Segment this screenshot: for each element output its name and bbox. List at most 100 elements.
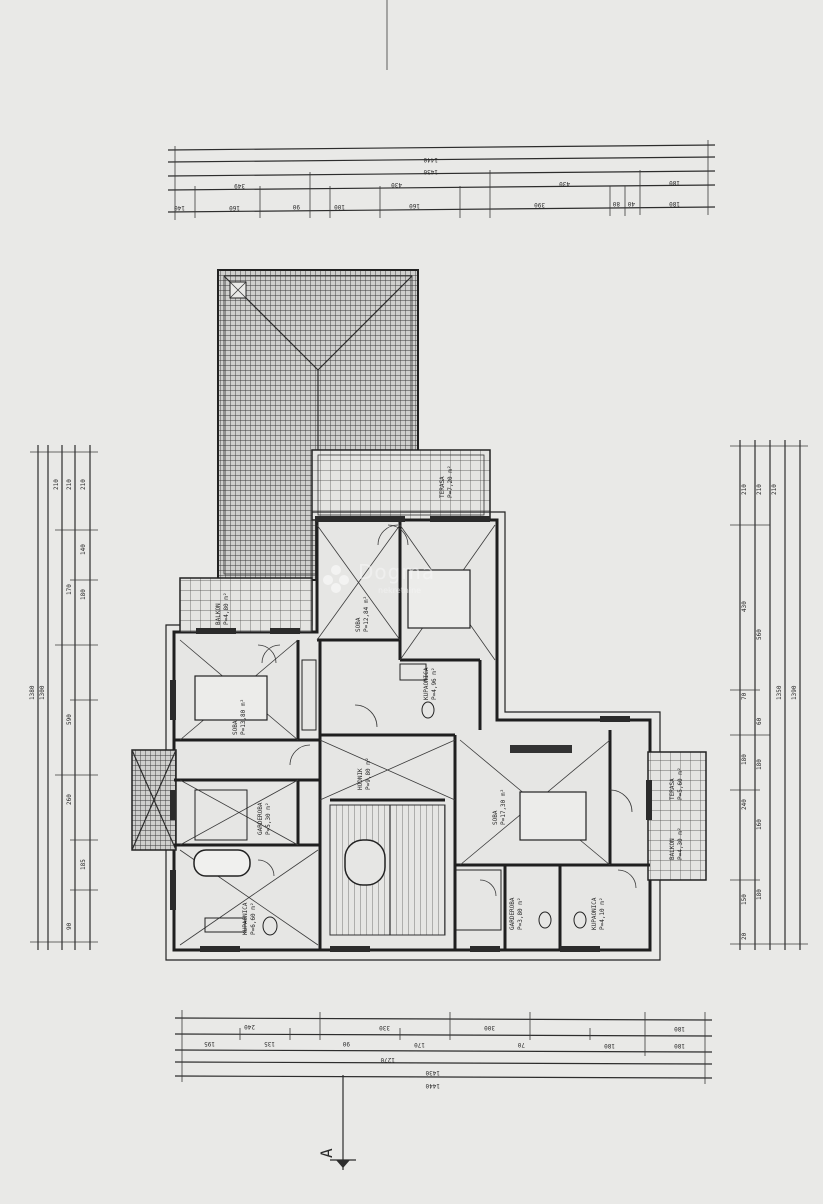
room-area: P=5,30 m² [265, 802, 272, 835]
section-marker-a: A [317, 1075, 356, 1170]
watermark-subtitle: nekretnine [378, 586, 422, 595]
dim-top-row4-g: 80 [612, 200, 620, 207]
dim-left-total-2: 1380 [29, 685, 36, 700]
room-name: SOBA [232, 720, 239, 735]
dim-bottom-row1-d: 180 [674, 1025, 685, 1032]
sink-1 [204, 917, 246, 933]
dim-bottom-row2-g: 180 [674, 1042, 685, 1049]
dim-bottom-row2-a: 195 [204, 1040, 215, 1047]
dim-right-row1-h: 150 [741, 894, 748, 905]
room-bedroom-2: SOBA P=13,80 m² [232, 699, 247, 735]
room-area: P=13,80 m² [240, 699, 247, 735]
dimension-chain-right: 210 210 210 430 70 180 240 150 20 560 60… [730, 440, 808, 950]
room-name: GARDEROBA [257, 802, 264, 835]
dim-right-row2-c: 180 [756, 759, 763, 770]
room-name: SOBA [355, 617, 362, 632]
room-area: P=4,10 m² [599, 897, 606, 930]
dim-top-row3-b: 430 [391, 181, 402, 188]
dim-bottom-total-3: 1440 [425, 1082, 440, 1089]
room-terrace-top: TERASA P=7,20 m² [439, 465, 454, 498]
room-name: HODNIK [357, 768, 364, 790]
dim-right-row1-f: 180 [741, 754, 748, 765]
dim-bottom-total-1: 1270 [380, 1056, 395, 1063]
room-name: GARDEROBA [509, 897, 516, 930]
dim-right-row1-i: 20 [741, 932, 748, 940]
dim-top-row4-h: 40 [627, 200, 635, 207]
room-balcony-left: BALKON P=4,80 m² [215, 592, 230, 625]
room-wardrobe: GARDEROBA P=5,30 m² [257, 802, 272, 835]
toilet-2 [421, 701, 435, 719]
tv-unit [510, 745, 572, 753]
room-name: SOBA [492, 810, 499, 825]
toilet-3 [538, 911, 552, 929]
dim-right-row1-c: 210 [771, 484, 778, 495]
dim-left-row1-b: 210 [66, 479, 73, 490]
dim-left-total-1: 1300 [39, 685, 46, 700]
dim-top-row3-a: 349 [234, 182, 245, 189]
room-area: P=6,60 m² [250, 902, 257, 935]
wardrobe-cabinet [301, 659, 317, 731]
dim-bottom-row2-b: 135 [264, 1040, 275, 1047]
room-hallway: HODNIK P=9,80 m² [357, 757, 372, 790]
room-name: KUPAONICA [242, 902, 249, 935]
dim-top-total-2: 1430 [423, 168, 438, 175]
dim-left-row2-b: 260 [66, 794, 73, 805]
room-labels: TERASA P=7,20 m² SOBA P=12,84 m² KUPAONI… [215, 465, 684, 935]
room-area: P=12,84 m² [363, 596, 370, 632]
dim-bottom-row1-c: 300 [484, 1024, 495, 1031]
furniture [193, 569, 587, 936]
room-balcony-right: BALKON P=4,30 m² [669, 827, 684, 860]
wardrobe-shelves [194, 789, 248, 841]
dim-bottom-row1-b: 330 [379, 1024, 390, 1031]
dim-right-row1-a: 210 [741, 484, 748, 495]
dim-right-row2-e: 180 [756, 889, 763, 900]
dim-right-row2-b: 60 [756, 717, 763, 725]
dim-right-total-1: 1350 [776, 685, 783, 700]
dim-top-total-1: 1440 [423, 156, 438, 163]
staircase [329, 804, 446, 936]
dimension-chain-bottom: 240 330 300 180 195 135 90 170 70 180 18… [174, 1010, 713, 1089]
dim-left-row1-f: 180 [80, 589, 87, 600]
dim-top-row4-e: 160 [409, 202, 420, 209]
room-area: P=7,20 m² [447, 465, 454, 498]
dim-right-total-2: 1390 [791, 685, 798, 700]
watermark-brand: Dogma [358, 560, 436, 584]
room-bedroom-1: SOBA P=12,84 m² [355, 596, 370, 632]
dim-top-row3-d: 180 [669, 179, 680, 186]
dim-right-row1-g: 240 [741, 799, 748, 810]
room-area: P=4,80 m² [223, 592, 230, 625]
room-area: P=4,30 m² [677, 827, 684, 860]
dim-right-row1-d: 430 [741, 601, 748, 612]
doors [257, 524, 637, 897]
room-area: P=17,30 m² [500, 789, 507, 825]
room-bedroom-3: SOBA P=17,30 m² [492, 789, 507, 825]
dim-right-row2-a: 560 [756, 629, 763, 640]
dim-bottom-row2-f: 180 [604, 1042, 615, 1049]
dim-top-row4-a: 140 [174, 204, 185, 211]
dim-left-row2-c: 185 [80, 859, 87, 870]
room-name: TERASA [439, 476, 446, 498]
room-wardrobe-2: GARDEROBA P=3,80 m² [509, 897, 524, 930]
interior-walls [170, 516, 652, 952]
dim-right-row1-e: 70 [741, 692, 748, 700]
dimension-chain-top: 1440 1430 349 430 430 180 140 160 90 100… [167, 140, 716, 220]
dim-left-row2-a: 590 [66, 714, 73, 725]
bed-right [519, 791, 587, 841]
dimension-chain-left: 210 210 210 140 170 180 590 260 185 90 1… [29, 445, 98, 950]
toilet-1 [262, 916, 278, 936]
dim-bottom-row1-a: 240 [244, 1023, 255, 1030]
dim-bottom-row2-e: 70 [517, 1041, 525, 1048]
room-name: KUPAONICA [591, 897, 598, 930]
watermark-logo-icon [323, 565, 349, 593]
dim-left-row1-d: 140 [80, 544, 87, 555]
bathtub [193, 849, 251, 877]
dim-left-row1-c: 210 [53, 479, 60, 490]
dim-top-row4-f: 390 [534, 201, 545, 208]
room-bath-right: KUPAONICA P=4,10 m² [591, 897, 606, 930]
room-area: P=3,80 m² [517, 897, 524, 930]
room-bath-left: KUPAONICA P=6,60 m² [242, 902, 257, 935]
room-terrace-right: TERASA P=5,60 m² [669, 767, 684, 800]
dim-left-row1-a: 210 [80, 479, 87, 490]
